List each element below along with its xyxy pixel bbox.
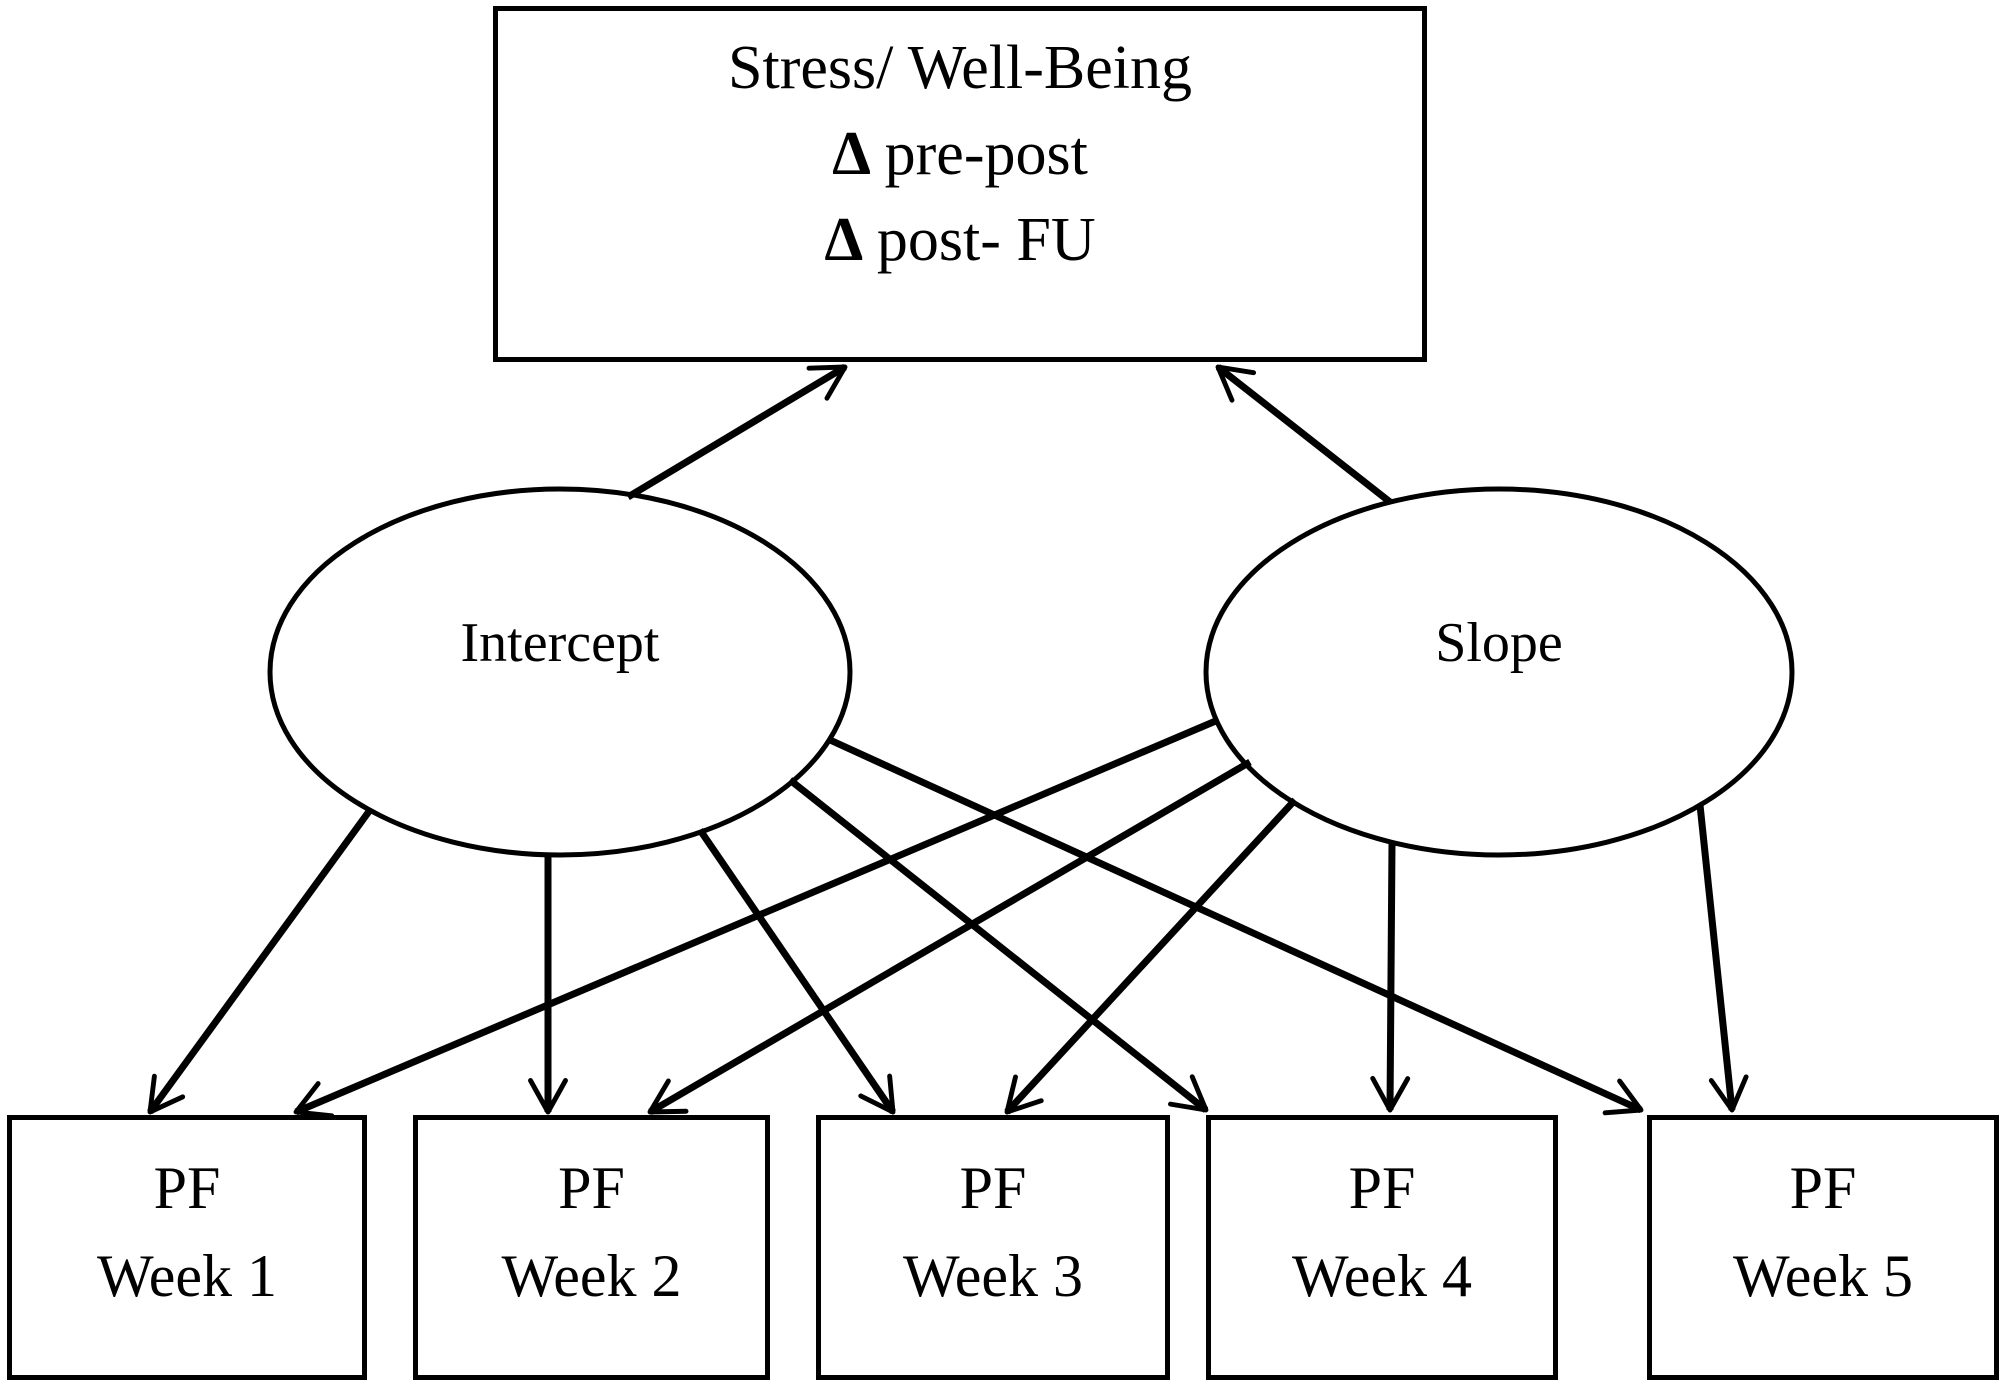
arrow-slope-week2 — [647, 758, 1252, 1116]
arrow-slope-outcome — [1215, 364, 1393, 505]
indicator-box-week3: PF Week 3 — [816, 1115, 1170, 1380]
outcome-line2-text: pre-post — [884, 120, 1088, 188]
intercept-label: Intercept — [460, 612, 660, 674]
outcome-line3-text: post- FU — [876, 206, 1096, 274]
arrow-intercept-week3 — [697, 828, 896, 1115]
arrow-slope-week1 — [293, 716, 1220, 1119]
indicator-line2: Week 5 — [1732, 1243, 1914, 1309]
indicator-line1: PF — [1348, 1155, 1416, 1221]
indicator-line1: PF — [558, 1155, 625, 1221]
indicator-line2: Week 2 — [501, 1243, 682, 1309]
arrow-slope-week3 — [1004, 797, 1298, 1115]
arrow-intercept-week1 — [147, 807, 373, 1115]
arrow-slope-week5 — [1696, 804, 1749, 1113]
arrow-intercept-outcome — [626, 363, 848, 501]
outcome-line1: Stress/ Well-Being — [727, 34, 1192, 102]
intercept-ellipse — [267, 486, 853, 858]
delta-symbol: Δ — [824, 206, 864, 274]
slope-label: Slope — [1435, 612, 1563, 674]
indicator-line2: Week 4 — [1291, 1243, 1473, 1309]
indicator-box-week2: PF Week 2 — [413, 1115, 770, 1380]
indicator-box-week4: PF Week 4 — [1206, 1115, 1558, 1380]
indicator-line1: PF — [153, 1155, 221, 1221]
indicator-box-week1: PF Week 1 — [7, 1115, 367, 1380]
indicator-line2: Week 3 — [902, 1243, 1084, 1309]
arrow-slope-week4 — [1370, 842, 1411, 1113]
indicator-line1: PF — [1789, 1155, 1857, 1221]
arrow-intercept-week5 — [828, 736, 1644, 1116]
indicator-line1: PF — [959, 1155, 1027, 1221]
indicator-box-week5: PF Week 5 — [1647, 1115, 1999, 1380]
delta-symbol: Δ — [832, 120, 872, 188]
slope-ellipse — [1203, 486, 1795, 858]
indicator-line2: Week 1 — [96, 1243, 278, 1309]
arrow-intercept-week4 — [787, 777, 1209, 1113]
